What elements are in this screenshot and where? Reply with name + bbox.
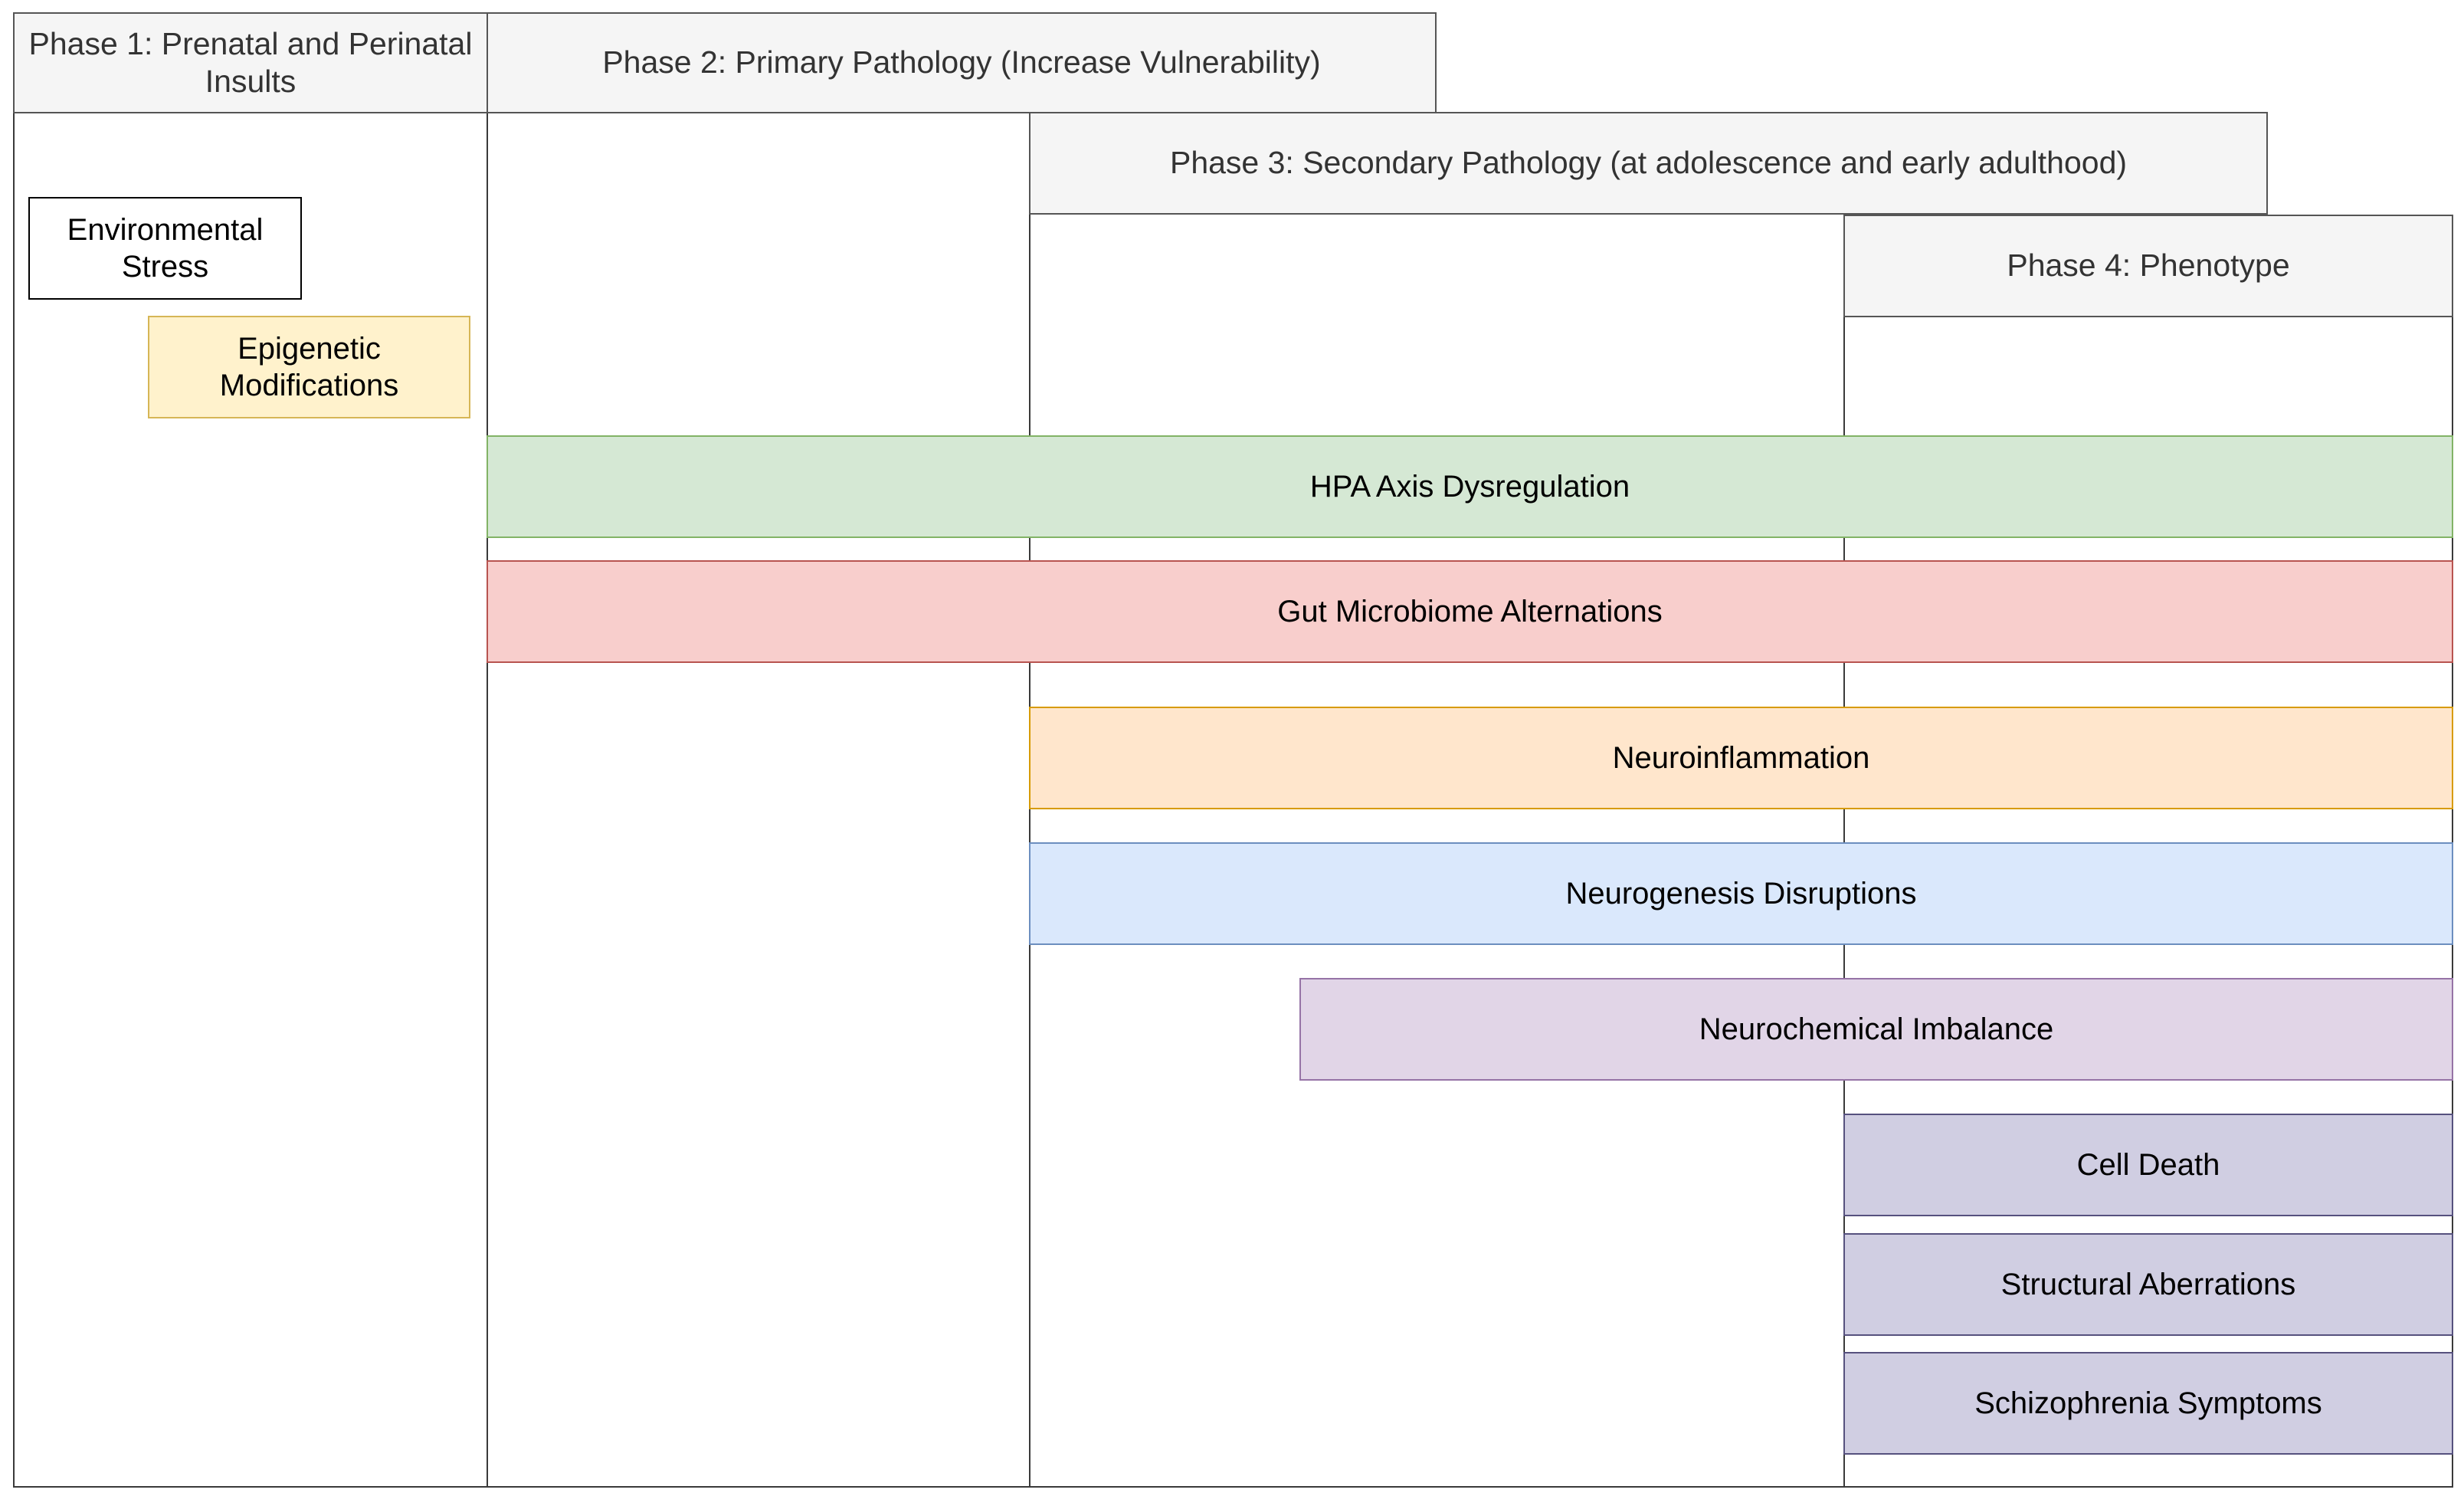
phase-2-header: Phase 2: Primary Pathology (Increase Vul… — [487, 12, 1437, 113]
phase-2-lane — [487, 112, 1030, 1488]
cell-death-box: Cell Death — [1843, 1114, 2453, 1216]
phase-1-header: Phase 1: Prenatal and Perinatal Insults — [13, 12, 488, 113]
phase-4-header: Phase 4: Phenotype — [1843, 215, 2453, 317]
structural-aberrations-box: Structural Aberrations — [1843, 1233, 2453, 1336]
hpa-axis-dysregulation-box: HPA Axis Dysregulation — [487, 435, 2453, 538]
neuroinflammation-box: Neuroinflammation — [1029, 707, 2453, 809]
epigenetic-modifications-box: Epigenetic Modifications — [148, 316, 470, 418]
phase-3-header: Phase 3: Secondary Pathology (at adolesc… — [1029, 112, 2268, 215]
schizophrenia-symptoms-box: Schizophrenia Symptoms — [1843, 1352, 2453, 1455]
gut-microbiome-alternations-box: Gut Microbiome Alternations — [487, 560, 2453, 663]
neurogenesis-disruptions-box: Neurogenesis Disruptions — [1029, 842, 2453, 945]
environmental-stress-box: Environmental Stress — [28, 197, 302, 300]
neurochemical-imbalance-box: Neurochemical Imbalance — [1299, 978, 2453, 1081]
